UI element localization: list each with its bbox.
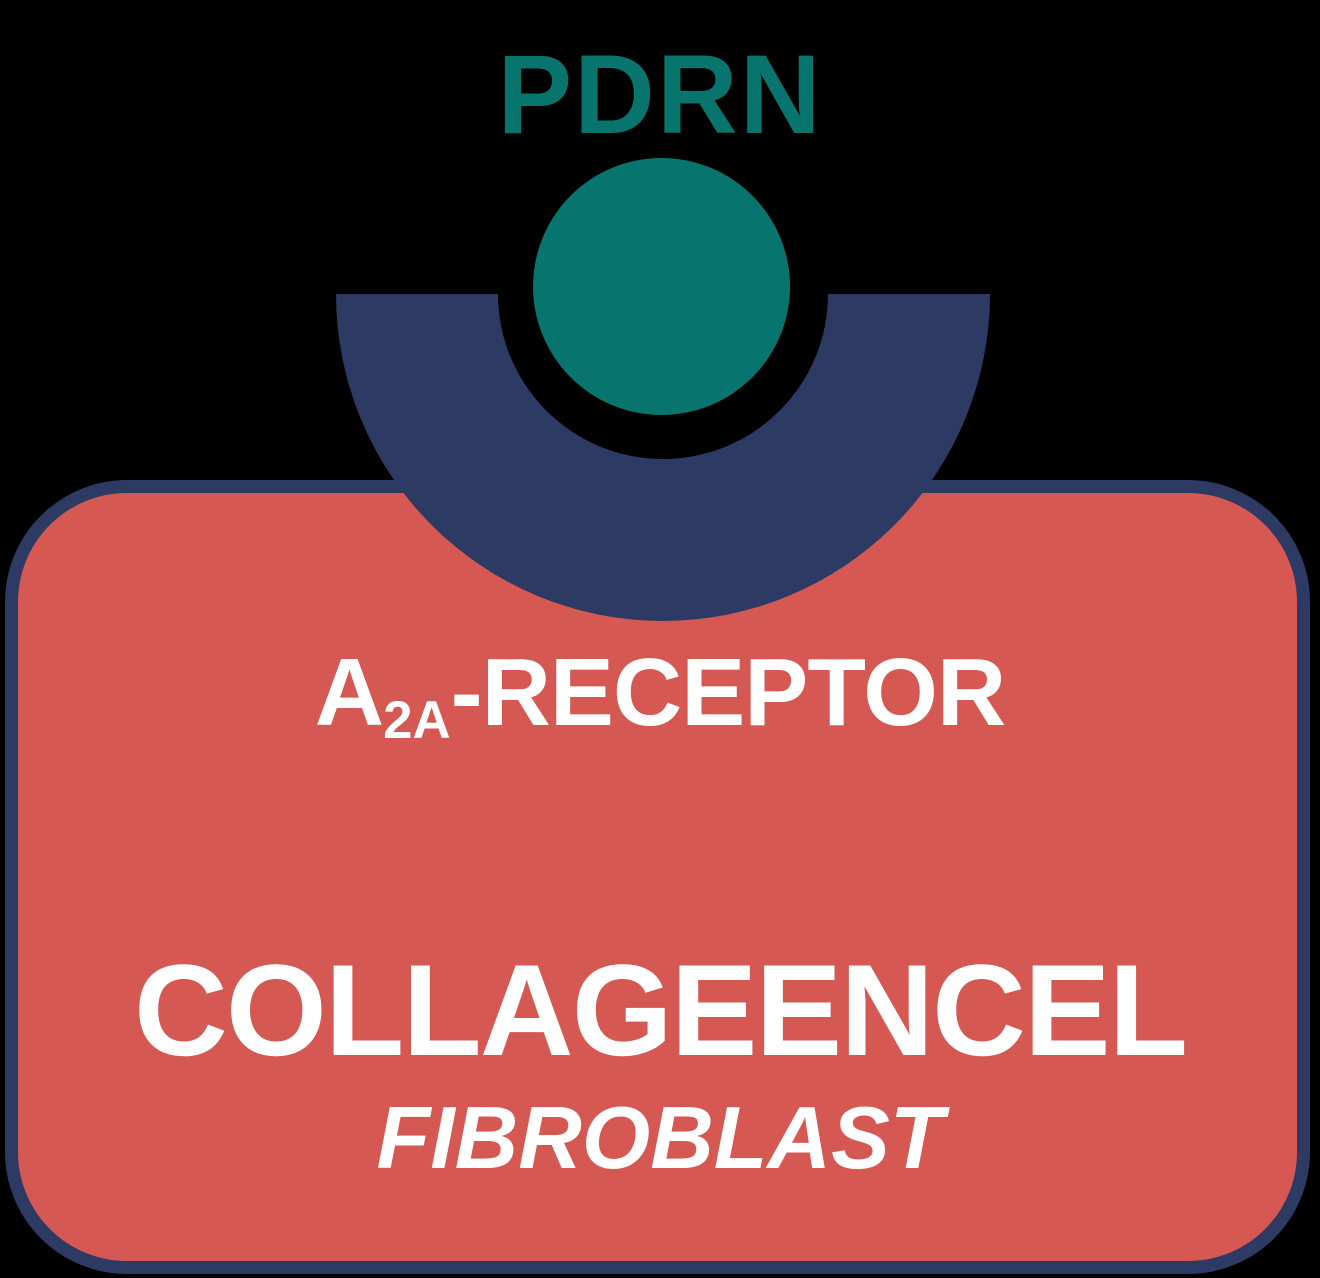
- cell-title: COLLAGEENCEL: [133, 937, 1188, 1083]
- pdrn-label: PDRN: [497, 32, 823, 157]
- pdrn-molecule-circle: [533, 158, 790, 415]
- receptor-label-rest: -RECEPTOR: [450, 639, 1007, 746]
- receptor-label-main: A: [314, 639, 384, 746]
- cell-subtitle: FIBROBLAST: [376, 1088, 944, 1187]
- receptor-label-subscript: 2A: [383, 691, 451, 751]
- receptor-half-donut-icon: [336, 294, 990, 621]
- receptor-label: A2A-RECEPTOR: [0, 645, 1320, 748]
- a2a-receptor-pocket-shape: [336, 294, 990, 621]
